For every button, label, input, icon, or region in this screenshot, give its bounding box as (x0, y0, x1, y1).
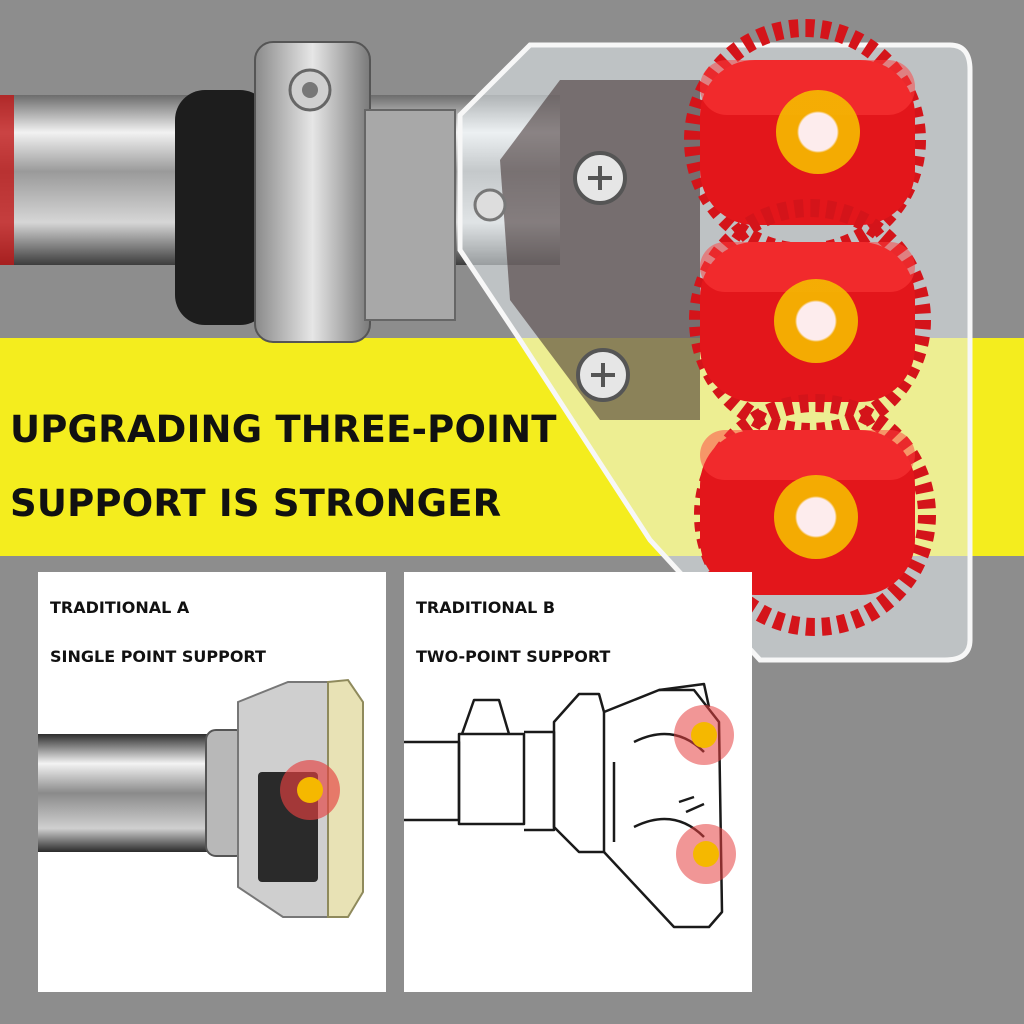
headline-line-1: UPGRADING THREE-POINT (10, 408, 557, 451)
panel-b-subtitle: TWO-POINT SUPPORT (416, 647, 611, 666)
traditional-b-panel: TRADITIONAL B TWO-POINT SUPPORT (404, 572, 752, 992)
two-point-support-illustration (404, 682, 736, 929)
traditional-a-panel: TRADITIONAL A SINGLE POINT SUPPORT (38, 572, 386, 992)
panel-a-subtitle: SINGLE POINT SUPPORT (50, 647, 266, 666)
gear-middle (689, 199, 931, 441)
three-point-gear-head-illustration (0, 19, 973, 663)
support-point-2 (774, 279, 858, 363)
headline: UPGRADING THREE-POINT SUPPORT IS STRONGE… (10, 393, 557, 541)
panel-a-title: TRADITIONAL A (50, 598, 190, 617)
support-point-3 (774, 475, 858, 559)
panel-b-title: TRADITIONAL B (416, 598, 556, 617)
single-point-support-illustration (38, 678, 364, 918)
support-point-1 (776, 90, 860, 174)
headline-line-2: SUPPORT IS STRONGER (10, 482, 502, 525)
